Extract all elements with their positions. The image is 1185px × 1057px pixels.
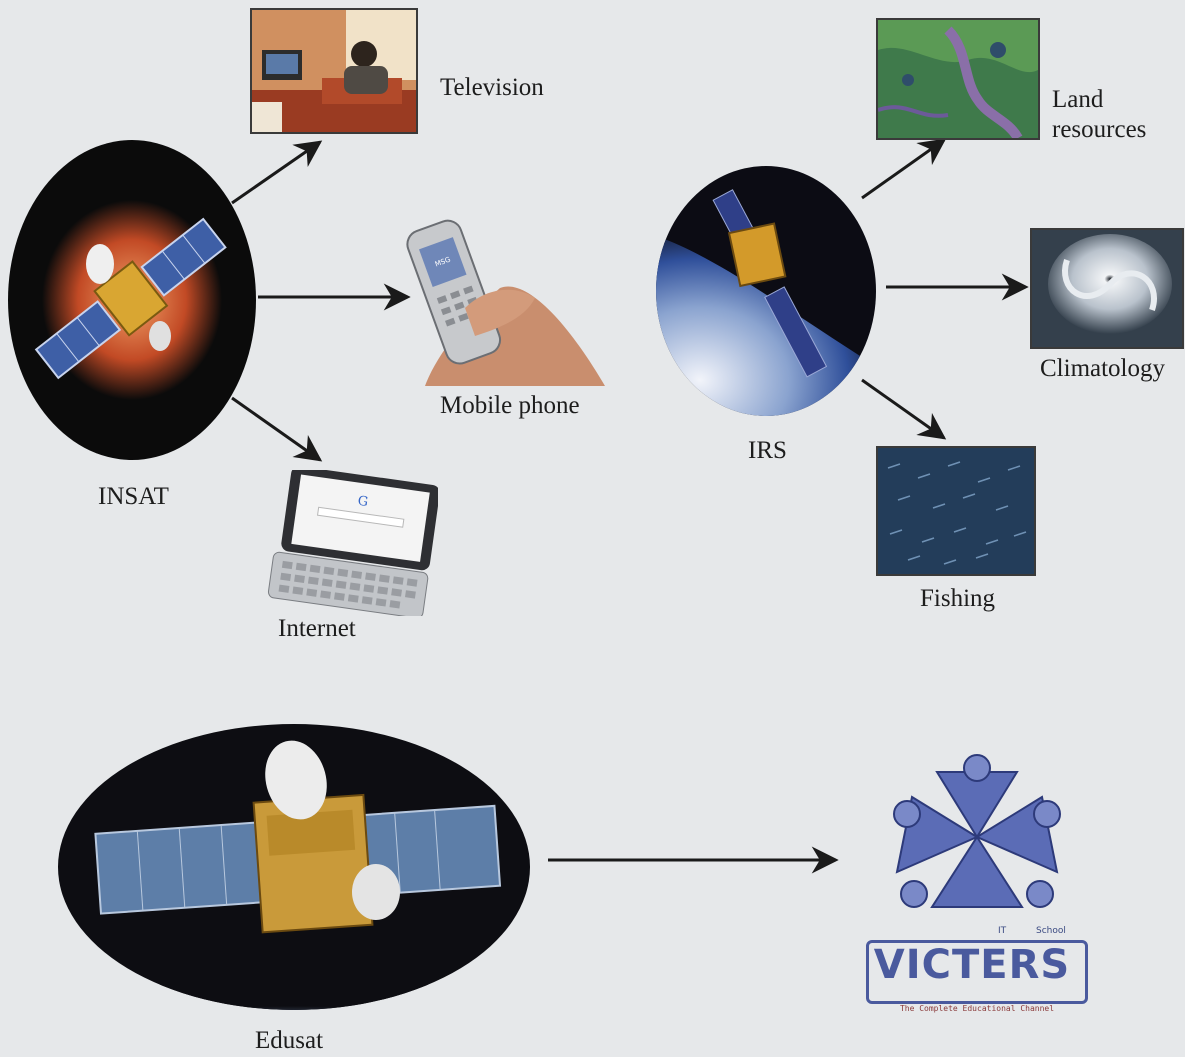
victers-wordmark-frame — [866, 940, 1088, 1004]
victers-badge: IT School — [984, 922, 1084, 942]
victers-wordmark: VICTERS — [873, 942, 1071, 988]
land-resources-label-line2: resources — [1052, 116, 1147, 143]
insat-label: INSAT — [98, 483, 169, 510]
mobile-phone-label: Mobile phone — [440, 392, 580, 419]
edusat-satellite-image — [58, 724, 530, 1010]
internet-label: Internet — [278, 615, 356, 642]
internet-device-image: G — [262, 470, 438, 616]
arrow-irs-fishing — [861, 378, 947, 440]
arrow-irs-land — [861, 138, 947, 200]
mobile-phone-image: MSG — [405, 208, 605, 386]
climatology-image — [1030, 228, 1184, 349]
arrow-insat-television — [231, 140, 323, 205]
land-resources-label-line1: Land — [1052, 86, 1104, 113]
irs-satellite-image — [656, 166, 876, 416]
land-resources-image — [876, 18, 1040, 140]
svg-text:G: G — [357, 494, 369, 510]
victers-logo: IT School VICTERS The Complete Education… — [862, 752, 1092, 1022]
victers-badge-left: IT — [998, 926, 1007, 936]
fishing-label: Fishing — [920, 585, 996, 612]
irs-label: IRS — [748, 437, 787, 464]
victers-badge-right: School — [1036, 926, 1066, 936]
victers-emblem-icon — [893, 754, 1061, 908]
victers-tagline: The Complete Educational Channel — [899, 1004, 1055, 1013]
insat-satellite-image — [8, 140, 256, 460]
fishing-image — [876, 446, 1036, 576]
edusat-label: Edusat — [255, 1027, 324, 1054]
climatology-label: Climatology — [1040, 355, 1165, 382]
arrow-insat-internet — [231, 396, 323, 462]
television-label: Television — [440, 74, 544, 101]
television-image — [250, 8, 418, 134]
